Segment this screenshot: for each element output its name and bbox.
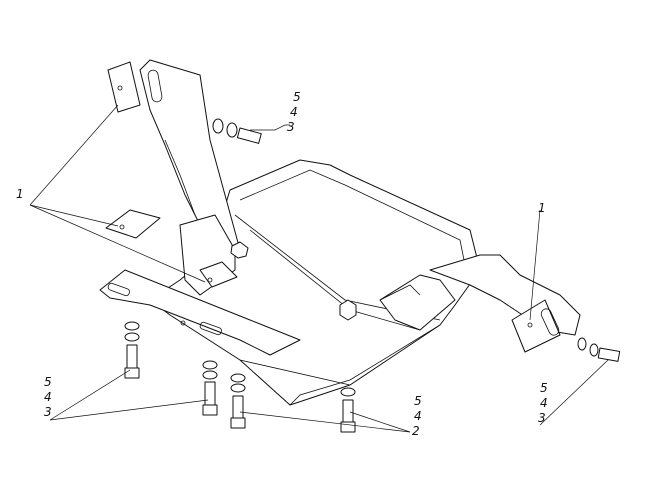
leader-lines xyxy=(29,104,609,433)
callout-bl-5: 5 xyxy=(44,375,52,389)
front-bracket xyxy=(99,269,301,356)
callout-bc-5: 5 xyxy=(414,394,422,408)
callout-right-5: 5 xyxy=(540,381,548,395)
callout-top-4: 4 xyxy=(290,105,298,119)
callout-bc-4: 4 xyxy=(414,409,422,423)
callout-left-1: 1 xyxy=(16,187,24,201)
callout-top-3: 3 xyxy=(287,120,295,134)
callout-right-3: 3 xyxy=(538,411,546,425)
callout-bl-4: 4 xyxy=(44,390,52,404)
callout-top-5: 5 xyxy=(293,90,301,104)
callout-bc-2: 2 xyxy=(412,424,420,438)
bolts xyxy=(124,118,621,433)
callout-bl-3: 3 xyxy=(44,405,52,419)
callout-right-4: 4 xyxy=(540,396,548,410)
left-bracket xyxy=(105,59,249,296)
callout-right-1: 1 xyxy=(538,201,546,215)
right-bracket xyxy=(339,254,581,353)
